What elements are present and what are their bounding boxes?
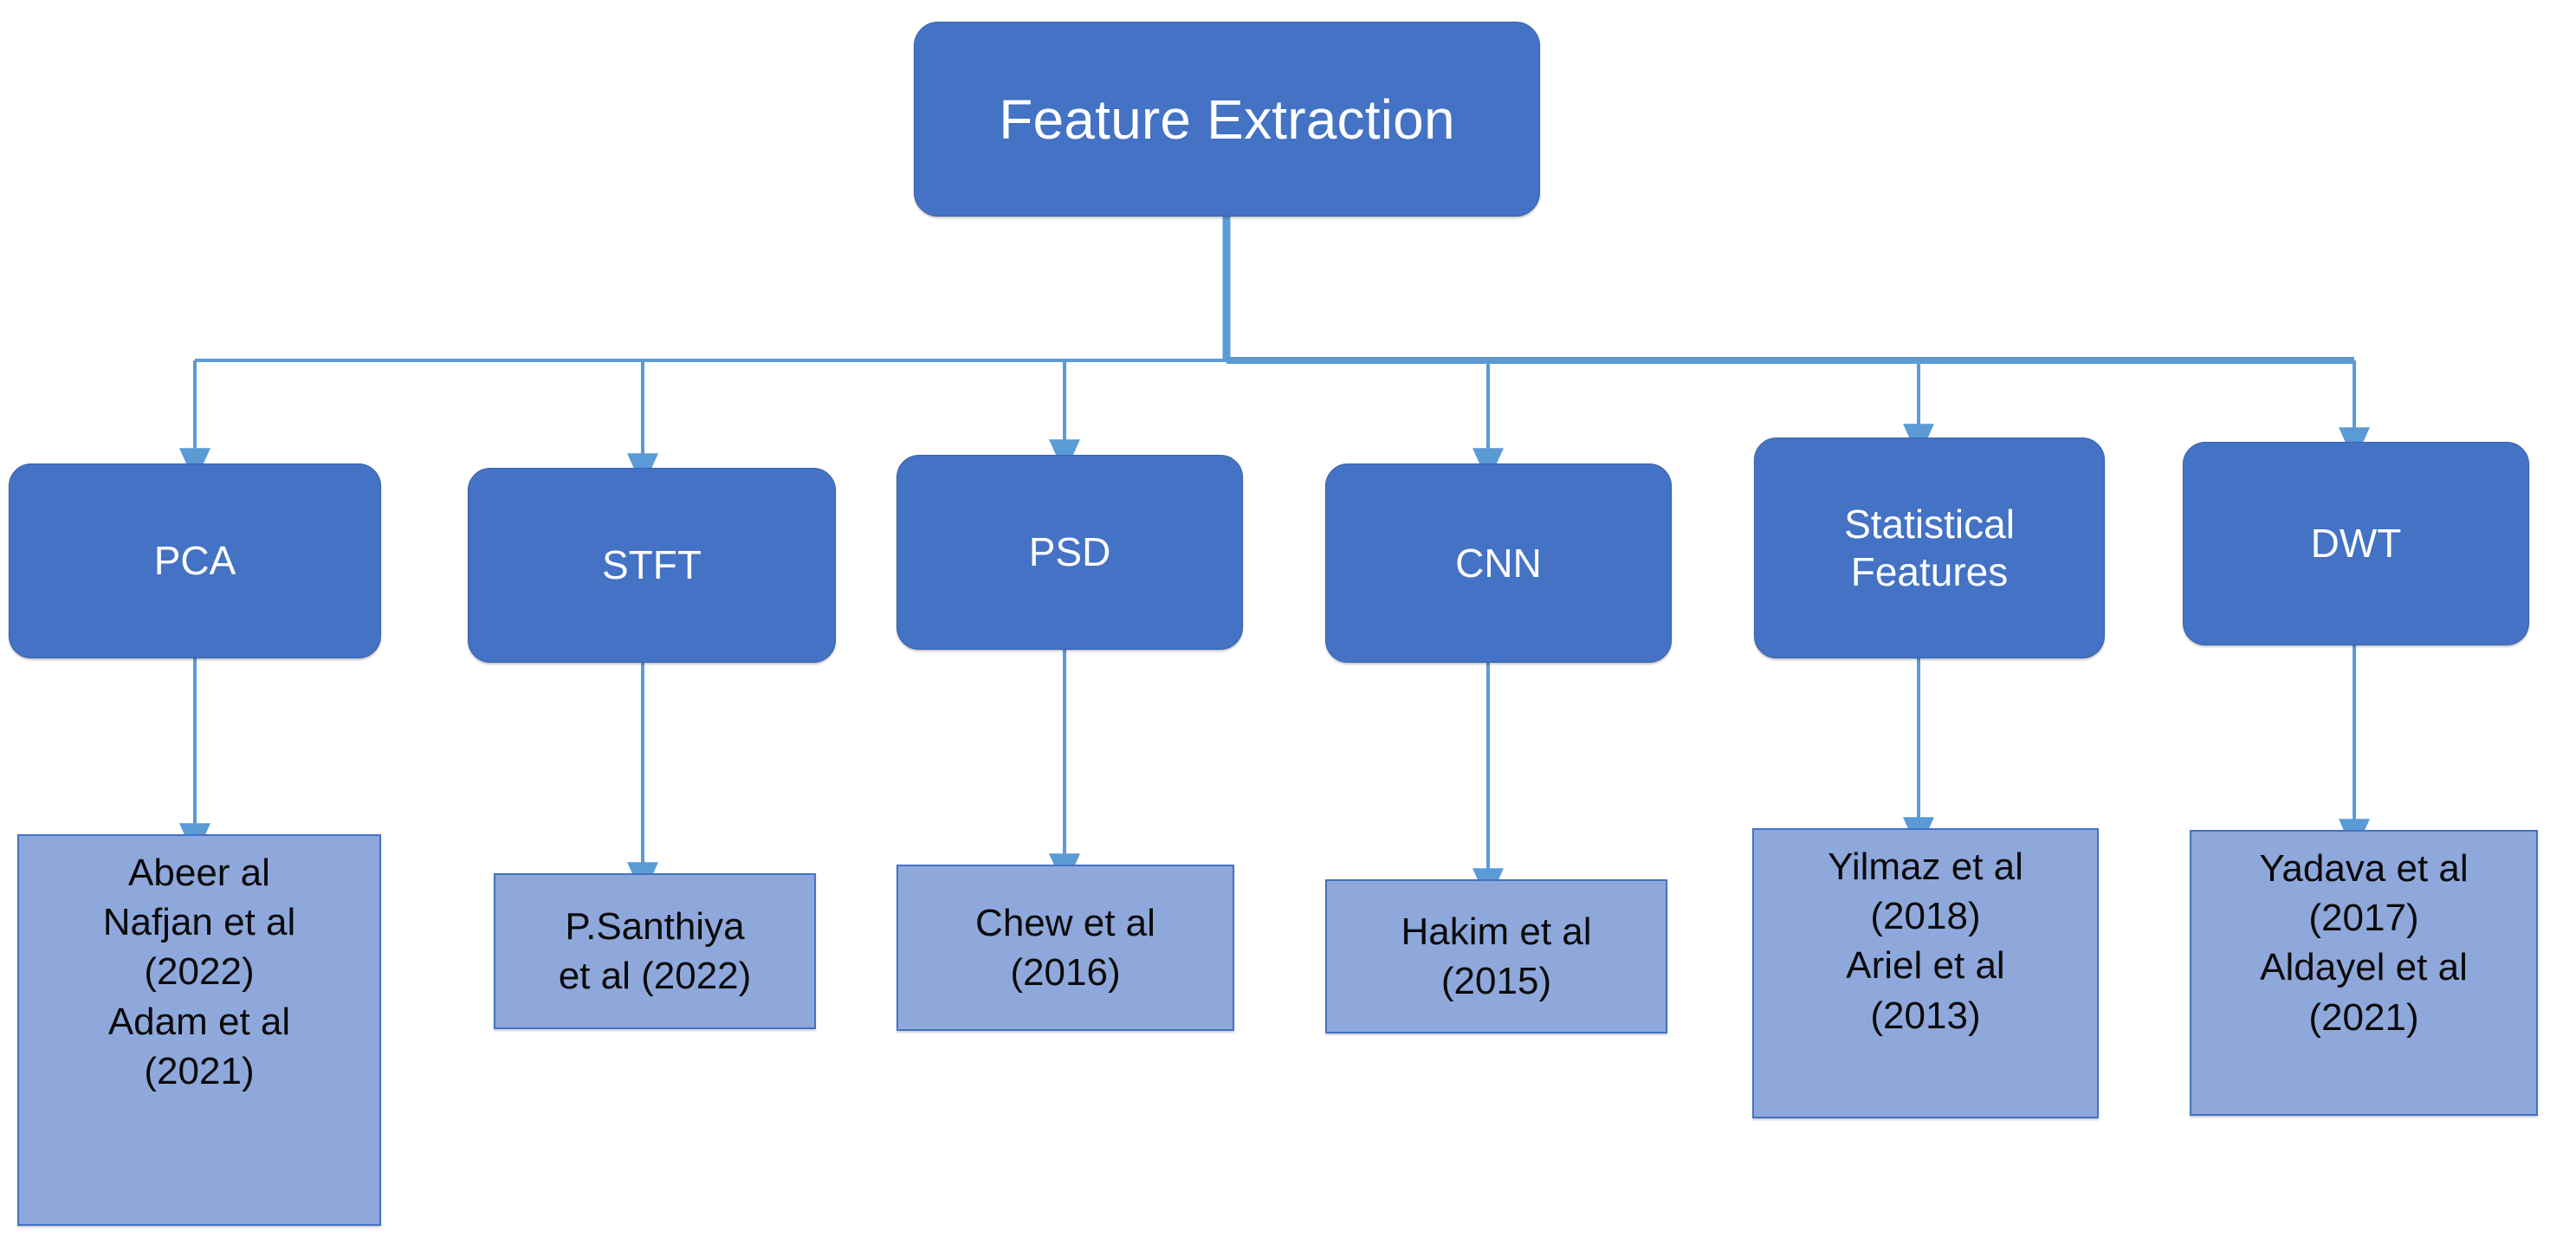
root-node-feature-extraction[interactable]: Feature Extraction: [914, 22, 1540, 217]
leaf-node-label-psd-citations: Chew et al (2016): [975, 901, 1155, 994]
branch-node-label-cnn: CNN: [1455, 540, 1542, 586]
branch-node-label-statistical-features: Statistical Features: [1844, 502, 2015, 594]
branch-node-label-dwt: DWT: [2310, 521, 2402, 567]
leaf-node-label-cnn-citations: Hakim et al (2015): [1401, 910, 1592, 1002]
leaf-node-cnn-citations[interactable]: Hakim et al (2015): [1325, 879, 1667, 1033]
root-node-label: Feature Extraction: [999, 87, 1455, 151]
leaf-node-psd-citations[interactable]: Chew et al (2016): [896, 865, 1234, 1031]
leaf-node-label-pca-citations: Abeer al Nafjan et al (2022) Adam et al …: [102, 852, 296, 1092]
branch-node-cnn[interactable]: CNN: [1325, 463, 1672, 663]
branch-node-dwt[interactable]: DWT: [2183, 442, 2529, 645]
leaf-node-dwt-citations[interactable]: Yadava et al (2017) Aldayel et al (2021): [2190, 830, 2538, 1116]
branch-node-label-pca: PCA: [153, 538, 236, 584]
branch-node-label-psd: PSD: [1028, 529, 1111, 575]
branch-node-statistical-features[interactable]: Statistical Features: [1754, 437, 2105, 658]
leaf-node-statistical-citations[interactable]: Yilmaz et al (2018) Ariel et al (2013): [1752, 828, 2099, 1118]
leaf-node-label-statistical-citations: Yilmaz et al (2018) Ariel et al (2013): [1828, 846, 2023, 1037]
branch-node-pca[interactable]: PCA: [9, 463, 381, 658]
branch-node-label-stft: STFT: [602, 542, 702, 588]
branch-node-psd[interactable]: PSD: [896, 455, 1243, 650]
leaf-node-stft-citations[interactable]: P.Santhiya et al (2022): [494, 873, 816, 1029]
leaf-node-label-stft-citations: P.Santhiya et al (2022): [558, 904, 752, 997]
leaf-node-pca-citations[interactable]: Abeer al Nafjan et al (2022) Adam et al …: [17, 834, 381, 1226]
branch-node-stft[interactable]: STFT: [468, 468, 836, 663]
leaf-node-label-dwt-citations: Yadava et al (2017) Aldayel et al (2021): [2259, 847, 2469, 1039]
